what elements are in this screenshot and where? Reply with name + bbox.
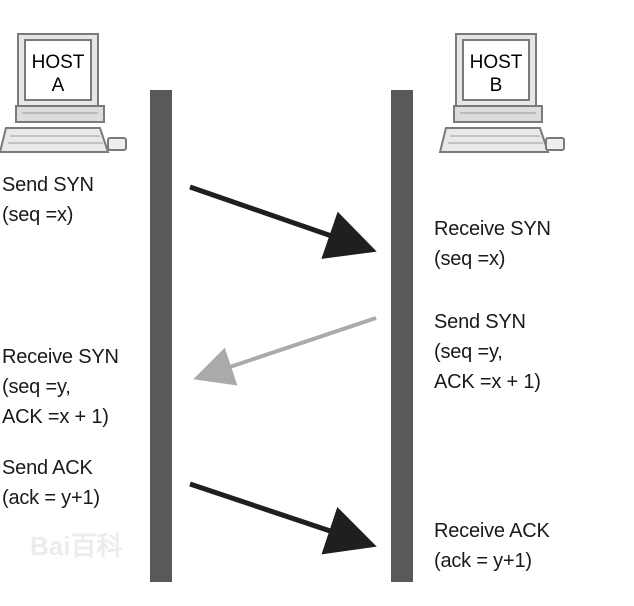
host-a-send-syn-note: Send SYN (seq =x) [2,170,94,230]
host-b-send-syn-seq: (seq =y, [434,341,503,363]
host-b-timeline [391,90,413,582]
host-b-send-syn-title: Send SYN [434,311,526,333]
host-a-timeline [150,90,172,582]
ack-arrow [189,481,377,555]
host-a-receive-syn-seq: (seq =y, [2,376,71,398]
syn-arrow [189,184,377,259]
host-b-receive-syn-title: Receive SYN [434,218,551,240]
host-b-receive-ack-note: Receive ACK (ack = y+1) [434,516,550,576]
host-b-label-line2: B [490,75,503,96]
host-b-receive-ack-detail: (ack = y+1) [434,550,532,572]
host-b-send-syn-ack: ACK =x + 1) [434,371,541,393]
host-a-send-syn-detail: (seq =x) [2,204,74,226]
host-b-receive-ack-title: Receive ACK [434,520,550,542]
host-a-send-ack-title: Send ACK [2,457,93,479]
host-a-receive-syn-ack: ACK =x + 1) [2,406,109,428]
host-a-send-ack-detail: (ack = y+1) [2,487,100,509]
host-b-mouse-icon [545,137,565,151]
host-a-send-syn-title: Send SYN [2,174,94,196]
host-a-label-line2: A [52,75,65,96]
host-a-label-line1: HOST [32,52,85,73]
host-a-computer-icon: HOST A [0,33,110,153]
host-b-computer-icon: HOST B [438,33,550,153]
host-b-send-syn-note: Send SYN (seq =y, ACK =x + 1) [434,307,541,397]
host-a-send-ack-note: Send ACK (ack = y+1) [2,453,100,513]
host-a-receive-syn-title: Receive SYN [2,346,119,368]
host-a-receive-syn-note: Receive SYN (seq =y, ACK =x + 1) [2,342,119,432]
watermark-logo: Bai百科 [30,531,122,561]
syn-ack-arrow [193,316,377,386]
host-b-label-line1: HOST [470,52,523,73]
host-b-receive-syn-note: Receive SYN (seq =x) [434,214,551,274]
host-b-receive-syn-detail: (seq =x) [434,248,506,270]
host-a-mouse-icon [107,137,127,151]
